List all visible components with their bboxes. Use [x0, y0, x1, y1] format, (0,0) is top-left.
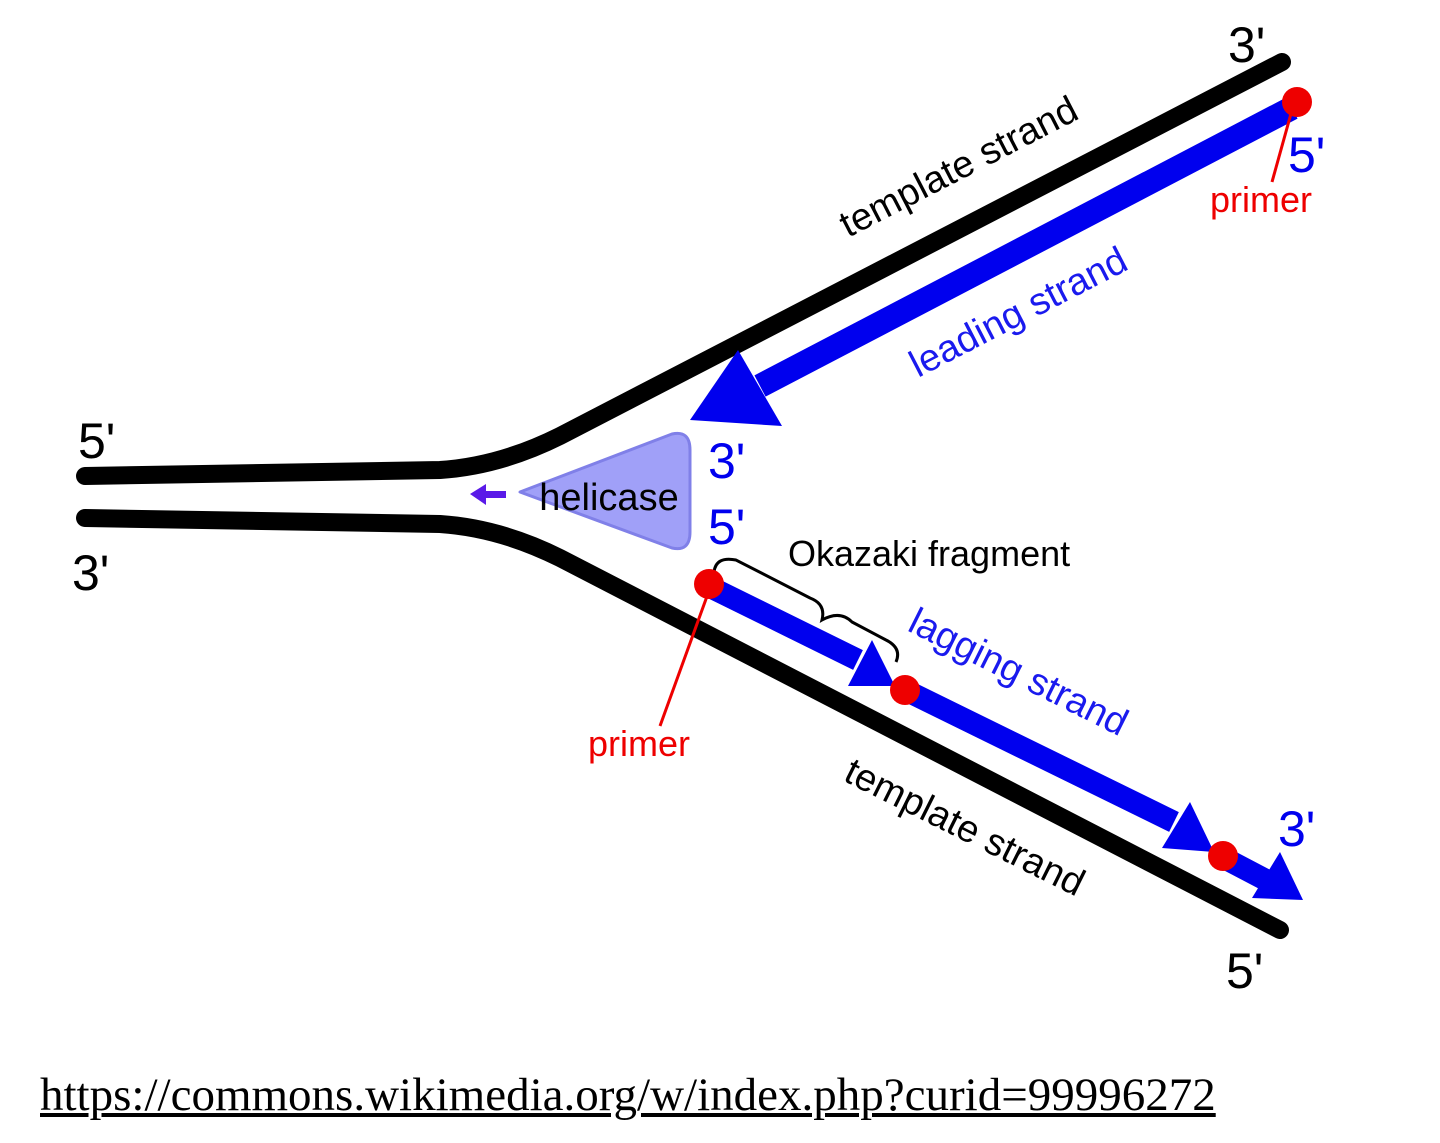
template-strand-top-line — [76, 53, 1291, 485]
label-top-right-3prime: 3' — [1228, 17, 1265, 73]
primer-top-pointer — [1270, 109, 1294, 183]
okazaki-fragment-1-arrowhead — [848, 640, 895, 686]
label-lagging-5prime: 5' — [708, 499, 745, 555]
primer-lagging-dot-1 — [694, 569, 724, 599]
label-leading-5prime: 5' — [1288, 127, 1325, 183]
label-primer-bottom: primer — [588, 723, 690, 764]
helicase-shape — [518, 431, 692, 551]
label-bottom-right-5prime: 5' — [1226, 943, 1263, 999]
helicase-label: helicase — [539, 477, 678, 519]
primer-lagging-dot-3 — [1208, 841, 1238, 871]
leading-strand-line — [754, 97, 1298, 397]
primer-lagging-dot-2 — [890, 675, 920, 705]
template-strand-bottom-line — [76, 509, 1289, 939]
label-okazaki-fragment: Okazaki fragment — [788, 533, 1070, 574]
primer-leading-dot — [1282, 87, 1312, 117]
okazaki-fragment-2-arrowhead — [1162, 802, 1214, 852]
label-leading-3prime: 3' — [708, 433, 745, 489]
label-top-left-5prime: 5' — [78, 413, 115, 469]
label-bottom-left-3prime: 3' — [72, 545, 109, 601]
label-lagging-3prime: 3' — [1278, 801, 1315, 857]
okazaki-fragment-brace — [712, 557, 900, 663]
source-link[interactable]: https://commons.wikimedia.org/w/index.ph… — [40, 1069, 1216, 1121]
okazaki-fragment-1-line — [707, 578, 863, 670]
okazaki-fragment-3-arrowhead — [1252, 852, 1303, 900]
primer-bottom-pointer — [658, 587, 712, 727]
okazaki-fragment-2-line — [900, 680, 1179, 832]
helicase-direction-arrow-icon — [470, 484, 506, 505]
leading-strand-arrowhead — [690, 350, 782, 426]
label-primer-top: primer — [1210, 179, 1312, 220]
label-lagging-strand: lagging strand — [902, 600, 1134, 744]
